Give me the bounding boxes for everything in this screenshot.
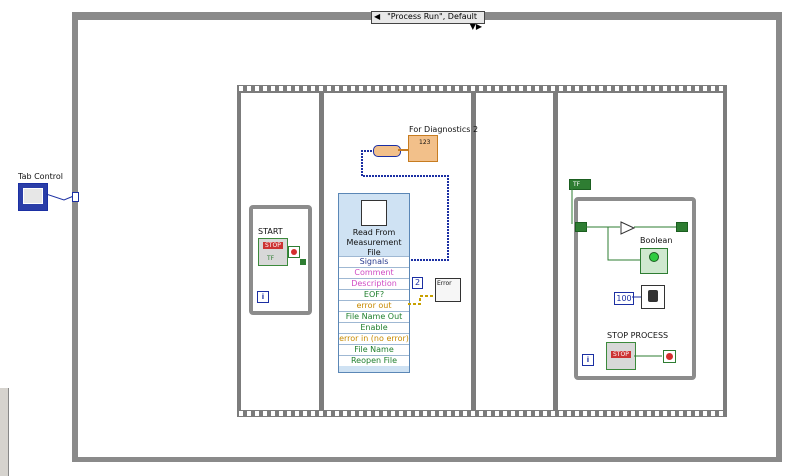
true-constant-wire — [571, 187, 582, 224]
boolean-indicator[interactable] — [640, 248, 668, 274]
boolean-wires — [586, 226, 676, 261]
terminal-error-out[interactable]: error out — [339, 300, 409, 311]
shift-register-right-icon — [676, 222, 688, 232]
start-tunnel — [300, 259, 306, 265]
terminal-enable[interactable]: Enable — [339, 322, 409, 333]
case-selector-label: "Process Run", Default — [387, 12, 478, 21]
error-wire — [408, 295, 436, 305]
terminal-file-name-out[interactable]: File Name Out — [339, 311, 409, 322]
start-stop-text: STOP — [263, 242, 283, 249]
stop-process-button[interactable]: STOP — [606, 342, 636, 370]
tab-control-label: Tab Control — [18, 172, 64, 181]
true-constant[interactable]: TF — [569, 179, 591, 190]
error-handler-label: Error — [437, 280, 452, 287]
read-measurement-file-vi[interactable]: Read From Measurement File Signals Comme… — [338, 193, 410, 373]
terminal-description[interactable]: Description — [339, 278, 409, 289]
case-selector-terminal — [72, 192, 79, 202]
start-stop-button[interactable]: STOP TF — [258, 238, 288, 266]
case-selector[interactable]: ◀ "Process Run", Default ▼▶ — [371, 11, 485, 31]
simple-error-handler[interactable]: Error — [435, 278, 461, 302]
terminal-comment[interactable]: Comment — [339, 267, 409, 278]
wait-ms-constant[interactable]: 100 — [614, 292, 634, 305]
boolean-label: Boolean — [640, 236, 673, 245]
stop-process-wire — [634, 355, 662, 357]
diagnostics-value: 123 — [419, 139, 431, 146]
start-label: START — [258, 227, 283, 236]
start-tf-text: TF — [267, 255, 275, 262]
terminal-file-name[interactable]: File Name — [339, 344, 409, 355]
terminal-list: Signals Comment Description EOF? error o… — [339, 256, 409, 366]
stop-process-stop-text: STOP — [611, 351, 631, 358]
terminal-signals[interactable]: Signals — [339, 256, 409, 267]
error-dialog-type-constant[interactable]: 2 — [412, 277, 423, 289]
decrement-arrow-icon[interactable]: ◀ — [374, 12, 381, 21]
not-function-icon — [620, 221, 636, 235]
diagnostics-indicator[interactable]: 123 — [408, 135, 438, 162]
iteration-terminal-icon: i — [257, 291, 269, 303]
stop-condition-icon — [288, 246, 300, 258]
terminal-reopen-file[interactable]: Reopen File — [339, 355, 409, 366]
tab-control-terminal[interactable] — [18, 183, 48, 211]
stop-process-label: STOP PROCESS — [607, 331, 669, 340]
loop-stop-condition-icon — [663, 350, 676, 363]
dynamic-data-wire — [361, 149, 449, 261]
diagnostics-label: For Diagnostics 2 — [409, 125, 479, 134]
wait-ms-icon — [641, 285, 665, 309]
film-strip-bottom — [239, 411, 725, 416]
wait-wire — [632, 296, 642, 298]
file-icon — [361, 200, 387, 226]
dropdown-arrow-icon[interactable]: ▼▶ — [469, 22, 482, 31]
true-constant-text: TF — [573, 181, 581, 188]
terminal-error-in[interactable]: error in (no error) — [339, 333, 409, 344]
film-strip-top — [239, 86, 725, 91]
read-measurement-file-title: Read From Measurement File — [346, 228, 402, 257]
partial-window-fragment — [0, 388, 9, 476]
sequence-frame-3 — [476, 93, 553, 410]
terminal-eof[interactable]: EOF? — [339, 289, 409, 300]
loop-iteration-terminal-icon: i — [582, 354, 594, 366]
